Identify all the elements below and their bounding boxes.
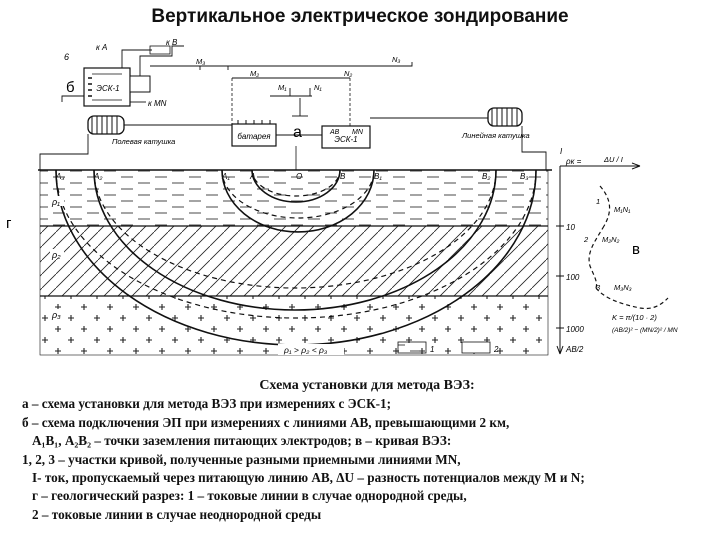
svg-text:N₁: N₁ xyxy=(314,83,322,92)
panel-label-v: в xyxy=(632,241,640,258)
svg-text:1000: 1000 xyxy=(566,325,584,334)
svg-text:ρ₁: ρ₁ xyxy=(51,197,60,207)
svg-text:к B: к B xyxy=(166,38,178,47)
caption-line-points: А₁В₁, А₂В₂ – точки заземления питающих э… xyxy=(32,433,452,449)
svg-text:M₂N₂: M₂N₂ xyxy=(602,235,620,244)
svg-text:M₂: M₂ xyxy=(250,69,259,78)
svg-text:батарея: батарея xyxy=(237,132,271,141)
legend: 1 2 xyxy=(397,341,499,354)
caption-line-2: 2 – токовые линии в случае неоднородной … xyxy=(32,506,322,522)
svg-text:I: I xyxy=(560,147,563,156)
svg-text:ЭСК-1: ЭСК-1 xyxy=(334,135,357,144)
svg-text:2: 2 xyxy=(493,345,499,354)
caption-line-current: I- ток, пропускаемый через питающую лини… xyxy=(32,470,585,486)
ves-curve-panel: 10 100 1000 AB/2 ρк = ΔU / I I 1 M₁N₁ 2 … xyxy=(556,147,678,355)
svg-text:1: 1 xyxy=(596,197,600,206)
panel-label-g: г xyxy=(6,215,12,232)
svg-text:Линейная катушка: Линейная катушка xyxy=(461,131,530,140)
caption-line-segments: 1, 2, 3 – участки кривой, полученные раз… xyxy=(22,451,461,467)
svg-text:ρ₃: ρ₃ xyxy=(51,310,61,320)
svg-text:N₃: N₃ xyxy=(392,55,400,64)
panel-label-b: б xyxy=(66,79,75,96)
caption-line-b: б – схема подключения ЭП при измерениях … xyxy=(22,414,510,430)
panel-label-a: а xyxy=(293,124,302,141)
svg-text:MN: MN xyxy=(352,129,364,136)
svg-text:6: 6 xyxy=(64,52,69,62)
svg-text:M₁N₁: M₁N₁ xyxy=(614,205,631,214)
svg-text:100: 100 xyxy=(566,273,580,282)
layer-labels: ρ₁ ρ₂ ρ₃ ρ₁ > ρ₂ < ρ₃ xyxy=(50,196,344,355)
svg-text:ρк =: ρк = xyxy=(565,157,582,166)
panel-b-esk-unit: ЭСК-1 к A к B к MN 6 xyxy=(61,38,184,108)
svg-text:10: 10 xyxy=(566,223,575,232)
caption-title: Схема установки для метода ВЭЗ: xyxy=(259,378,475,393)
ves-diagram: ЭСК-1 к A к B к MN 6 б Полевая катушка Л… xyxy=(6,38,678,356)
svg-text:к MN: к MN xyxy=(148,99,167,108)
svg-text:M₁: M₁ xyxy=(278,83,287,92)
svg-text:M₃: M₃ xyxy=(196,57,205,66)
panel-a-setup: батарея ЭСК-1 AB MN xyxy=(231,98,371,149)
svg-text:Полевая катушка: Полевая катушка xyxy=(112,137,175,146)
svg-text:AB: AB xyxy=(329,129,340,136)
field-coil-left: Полевая катушка xyxy=(87,115,232,146)
line-coil-right: Линейная катушка xyxy=(370,107,530,140)
svg-text:3: 3 xyxy=(596,283,601,292)
svg-text:M₃N₃: M₃N₃ xyxy=(614,283,632,292)
svg-text:N₂: N₂ xyxy=(344,69,352,78)
svg-text:ρ₂: ρ₂ xyxy=(51,250,61,260)
caption-line-g: г – геологический разрез: 1 – токовые ли… xyxy=(32,488,467,504)
figure-caption: Схема установки для метода ВЭЗ: а – схем… xyxy=(22,377,712,524)
geologic-section xyxy=(40,170,548,355)
svg-text:2: 2 xyxy=(583,235,589,244)
svg-text:ΔU / I: ΔU / I xyxy=(603,155,623,164)
svg-text:к A: к A xyxy=(96,43,107,52)
receiver-lines: M₃ N₃ M₂ N₂ M₁ N₁ xyxy=(150,55,413,126)
caption-line-a: а – схема установки для метода ВЭЗ при и… xyxy=(22,396,392,412)
svg-text:(AB/2)² − (MN/2)² / MN: (AB/2)² − (MN/2)² / MN xyxy=(612,327,678,334)
svg-text:1: 1 xyxy=(430,345,434,354)
svg-text:K = π/(10 · 2): K = π/(10 · 2) xyxy=(612,313,657,322)
svg-text:ЭСК-1: ЭСК-1 xyxy=(96,84,119,93)
svg-text:ρ₁ > ρ₂ < ρ₃: ρ₁ > ρ₂ < ρ₃ xyxy=(283,345,328,355)
page-title: Вертикальное электрическое зондирование xyxy=(151,6,569,27)
svg-text:AB/2: AB/2 xyxy=(565,345,584,354)
